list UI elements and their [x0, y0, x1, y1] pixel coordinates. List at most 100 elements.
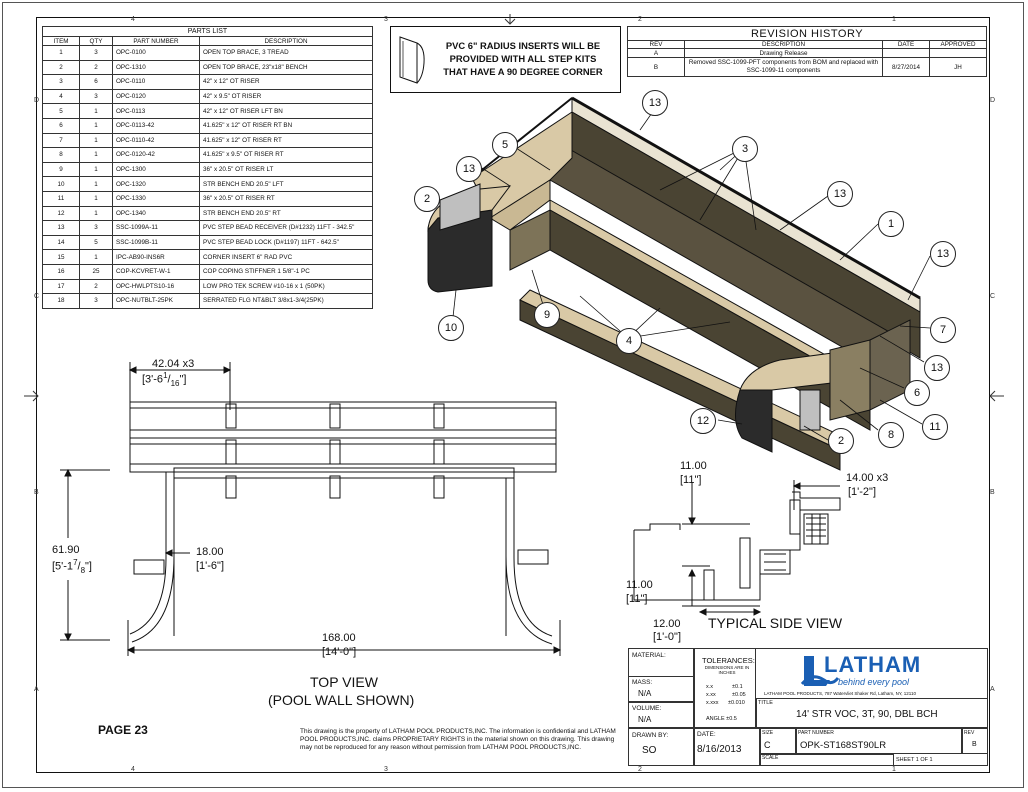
callout-2-right: 2 [828, 428, 854, 454]
top-dim-height-ft-num: 7 [73, 558, 78, 567]
parts-header-item: ITEM [42, 36, 80, 46]
parts-cell-qty: 1 [79, 249, 113, 265]
parts-cell-item: 10 [42, 176, 80, 192]
zone-top-4: 4 [131, 16, 135, 23]
side-view-drawing [633, 480, 841, 616]
zone-top-3: 3 [384, 16, 388, 23]
volume-cell [628, 702, 694, 728]
parts-cell-description: STR BENCH END 20.5" LFT [199, 176, 373, 192]
note-line-1: PVC 6" RADIUS INSERTS WILL BE [445, 40, 601, 51]
parts-cell-item: 6 [42, 117, 80, 134]
rev-a-approved [929, 48, 987, 58]
parts-cell-item: 3 [42, 74, 80, 90]
scale-label: SCALE [762, 755, 779, 761]
callout-13-right: 13 [930, 241, 956, 267]
callout-5: 5 [492, 132, 518, 158]
date-value: 8/16/2013 [697, 744, 742, 755]
parts-cell-description: 41.625" x 12" OT RISER RT [199, 132, 373, 149]
callout-11: 11 [922, 414, 948, 440]
zone-right-d: D [990, 97, 996, 104]
parts-cell-item: 1 [42, 45, 80, 61]
parts-cell-description: 36" x 20.5" OT RISER LT [199, 161, 373, 178]
parts-cell-item: 5 [42, 103, 80, 119]
top-dim-height-ft: [5'-17/8"] [52, 558, 92, 575]
parts-cell-part-number: IPC-AB90-INS6R [112, 249, 200, 265]
parts-header-qty: QTY [79, 36, 113, 46]
parts-list-title: PARTS LIST [42, 26, 373, 37]
side-dim-b: 14.00 x3 [846, 472, 889, 484]
parts-cell-qty: 1 [79, 103, 113, 119]
sheet-value: SHEET 1 OF 1 [896, 757, 933, 763]
rev-a-date [882, 48, 930, 58]
part-number-value: OPK-ST168ST90LR [800, 740, 887, 751]
parts-cell-item: 13 [42, 220, 80, 236]
zone-left-b: B [34, 489, 39, 496]
top-dim-height-ft-a: [5'-1 [52, 560, 74, 573]
parts-cell-part-number: OPC-1330 [112, 190, 200, 207]
title-cell [756, 698, 988, 728]
parts-cell-item: 11 [42, 190, 80, 207]
top-dim-width: 42.04 x3 [152, 358, 194, 370]
parts-cell-part-number: SSC-1099A-11 [112, 220, 200, 236]
top-dim-height-ft-b: "] [85, 560, 92, 573]
parts-cell-qty: 1 [79, 117, 113, 134]
parts-cell-part-number: OPC-0113 [112, 103, 200, 119]
size-value: C [764, 740, 771, 750]
parts-cell-qty: 3 [79, 220, 113, 236]
callout-3: 3 [732, 136, 758, 162]
mass-label: MASS: [632, 679, 653, 686]
parts-cell-qty: 1 [79, 190, 113, 207]
zone-left-c: C [34, 293, 40, 300]
parts-cell-description: LOW PRO TEK SCREW #10-16 x 1 (50PK) [199, 278, 373, 295]
parts-cell-description: STR BENCH END 20.5" RT [199, 205, 373, 222]
note-line-2: PROVIDED WITH ALL STEP KITS [449, 53, 597, 64]
top-dim-width-ft-a: [3'-6 [142, 373, 164, 386]
parts-cell-part-number: OPC-HWLPTS10-16 [112, 278, 200, 295]
parts-cell-description: 42" x 12" OT RISER [199, 74, 373, 90]
tol-x-xx-value: ±0.05 [732, 692, 746, 698]
parts-cell-qty: 1 [79, 176, 113, 192]
parts-cell-part-number: OPC-0100 [112, 45, 200, 61]
zone-right-b: B [990, 489, 995, 496]
callout-8: 8 [878, 422, 904, 448]
tol-x-xxx-value: ±0.010 [728, 700, 745, 706]
corner-insert-icon [399, 36, 425, 84]
size-label: SIZE [762, 730, 774, 736]
top-dim-width-ft: [3'-61/16"] [142, 371, 187, 388]
rev-header-description: DESCRIPTION [684, 40, 883, 49]
volume-value: N/A [638, 715, 652, 724]
parts-cell-description: 36" x 20.5" OT RISER RT [199, 190, 373, 207]
callout-13-left: 13 [456, 156, 482, 182]
parts-cell-part-number: COP-KCVRET-W-1 [112, 263, 200, 280]
parts-cell-part-number: OPC-1310 [112, 59, 200, 76]
parts-cell-qty: 3 [79, 293, 113, 309]
top-dim-width-mult: x3 [182, 358, 195, 370]
drawn-by-cell [628, 728, 694, 766]
callout-10: 10 [438, 315, 464, 341]
rev-b-description: Removed SSC-1099-PFT components from BOM… [684, 57, 883, 77]
parts-cell-qty: 2 [79, 59, 113, 76]
callout-7: 7 [930, 317, 956, 343]
parts-header-part-number: PART NUMBER [112, 36, 200, 46]
top-dim-bench-ft: [1'-6"] [196, 560, 225, 572]
parts-list-table: PARTS LIST ITEM QTY PART NUMBER DESCRIPT… [42, 26, 373, 309]
rev-b-approved: JH [929, 57, 987, 77]
callout-9: 9 [534, 302, 560, 328]
parts-cell-description: 42" x 12" OT RISER LFT BN [199, 103, 373, 119]
latham-logo: LATHAM [824, 652, 922, 677]
parts-cell-part-number: OPC-NUTBLT-25PK [112, 293, 200, 309]
parts-cell-item: 4 [42, 88, 80, 105]
top-dim-width-ft-num: 1 [163, 371, 168, 380]
parts-cell-qty: 25 [79, 263, 113, 280]
